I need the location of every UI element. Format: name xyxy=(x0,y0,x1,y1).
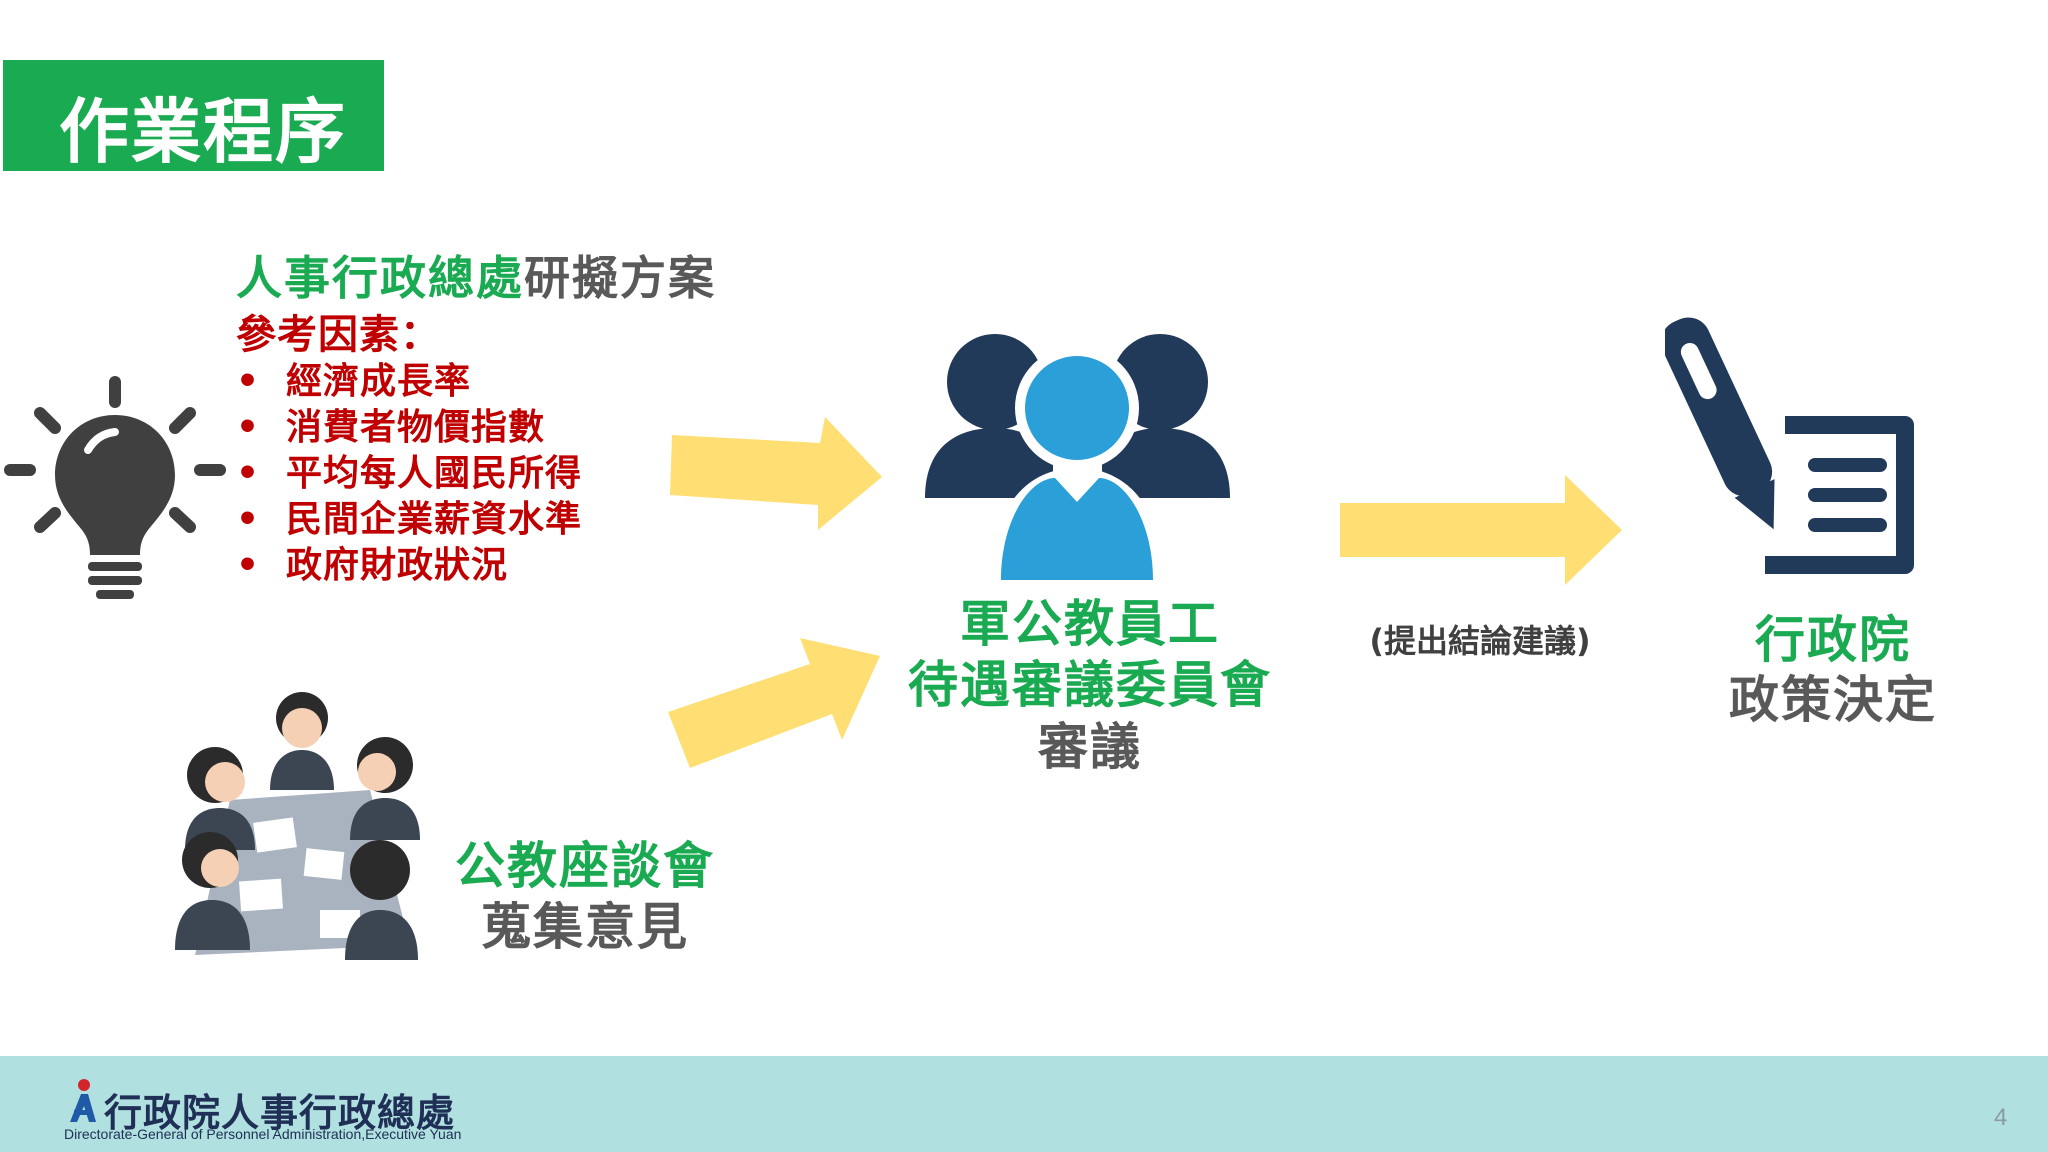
cabinet-title: 行政院 xyxy=(1755,611,1911,669)
committee-line1: 軍公教員工 xyxy=(960,595,1220,653)
arrow-right-icon xyxy=(670,417,882,530)
proposal-org: 人事行政總處 xyxy=(236,251,524,305)
list-item: •民間企業薪資水準 xyxy=(236,499,583,540)
arrow-note: (提出結論建議) xyxy=(1369,622,1591,660)
list-item: •經濟成長率 xyxy=(236,361,472,402)
page-number: 4 xyxy=(1994,1104,2008,1131)
meeting-title: 公教座談會 xyxy=(455,837,715,895)
footer-bar xyxy=(0,1056,2048,1152)
footer-org-english: Directorate-General of Personnel Adminis… xyxy=(64,1126,462,1142)
factors-heading: 參考因素： xyxy=(236,312,441,358)
cabinet-action: 政策決定 xyxy=(1729,671,1937,729)
proposal-action: 研擬方案 xyxy=(524,251,716,305)
committee-line2: 待遇審議委員會 xyxy=(908,656,1272,714)
pen-document-icon xyxy=(1665,317,1914,574)
meeting-illustration xyxy=(175,692,420,960)
meeting-subtitle: 蒐集意見 xyxy=(481,898,689,956)
agency-logo-icon xyxy=(70,1079,96,1122)
title-banner: 作業程序 xyxy=(3,60,384,173)
slide-title: 作業程序 xyxy=(59,91,347,173)
list-item: •消費者物價指數 xyxy=(236,407,546,448)
factor-list: •經濟成長率 •消費者物價指數 •平均每人國民所得 •民間企業薪資水準 •政府財… xyxy=(236,352,583,586)
arrow-up-right-icon xyxy=(668,638,880,768)
footer-org-name: 行政院人事行政總處 xyxy=(104,1091,456,1135)
list-item: •政府財政狀況 xyxy=(236,545,509,586)
list-item: •平均每人國民所得 xyxy=(236,453,583,494)
committee-people-icon xyxy=(925,334,1230,580)
lightbulb-icon xyxy=(4,376,226,599)
committee-action: 審議 xyxy=(1038,718,1142,776)
proposal-heading: 人事行政總處研擬方案 xyxy=(236,242,716,308)
arrow-right-icon xyxy=(1340,475,1622,585)
